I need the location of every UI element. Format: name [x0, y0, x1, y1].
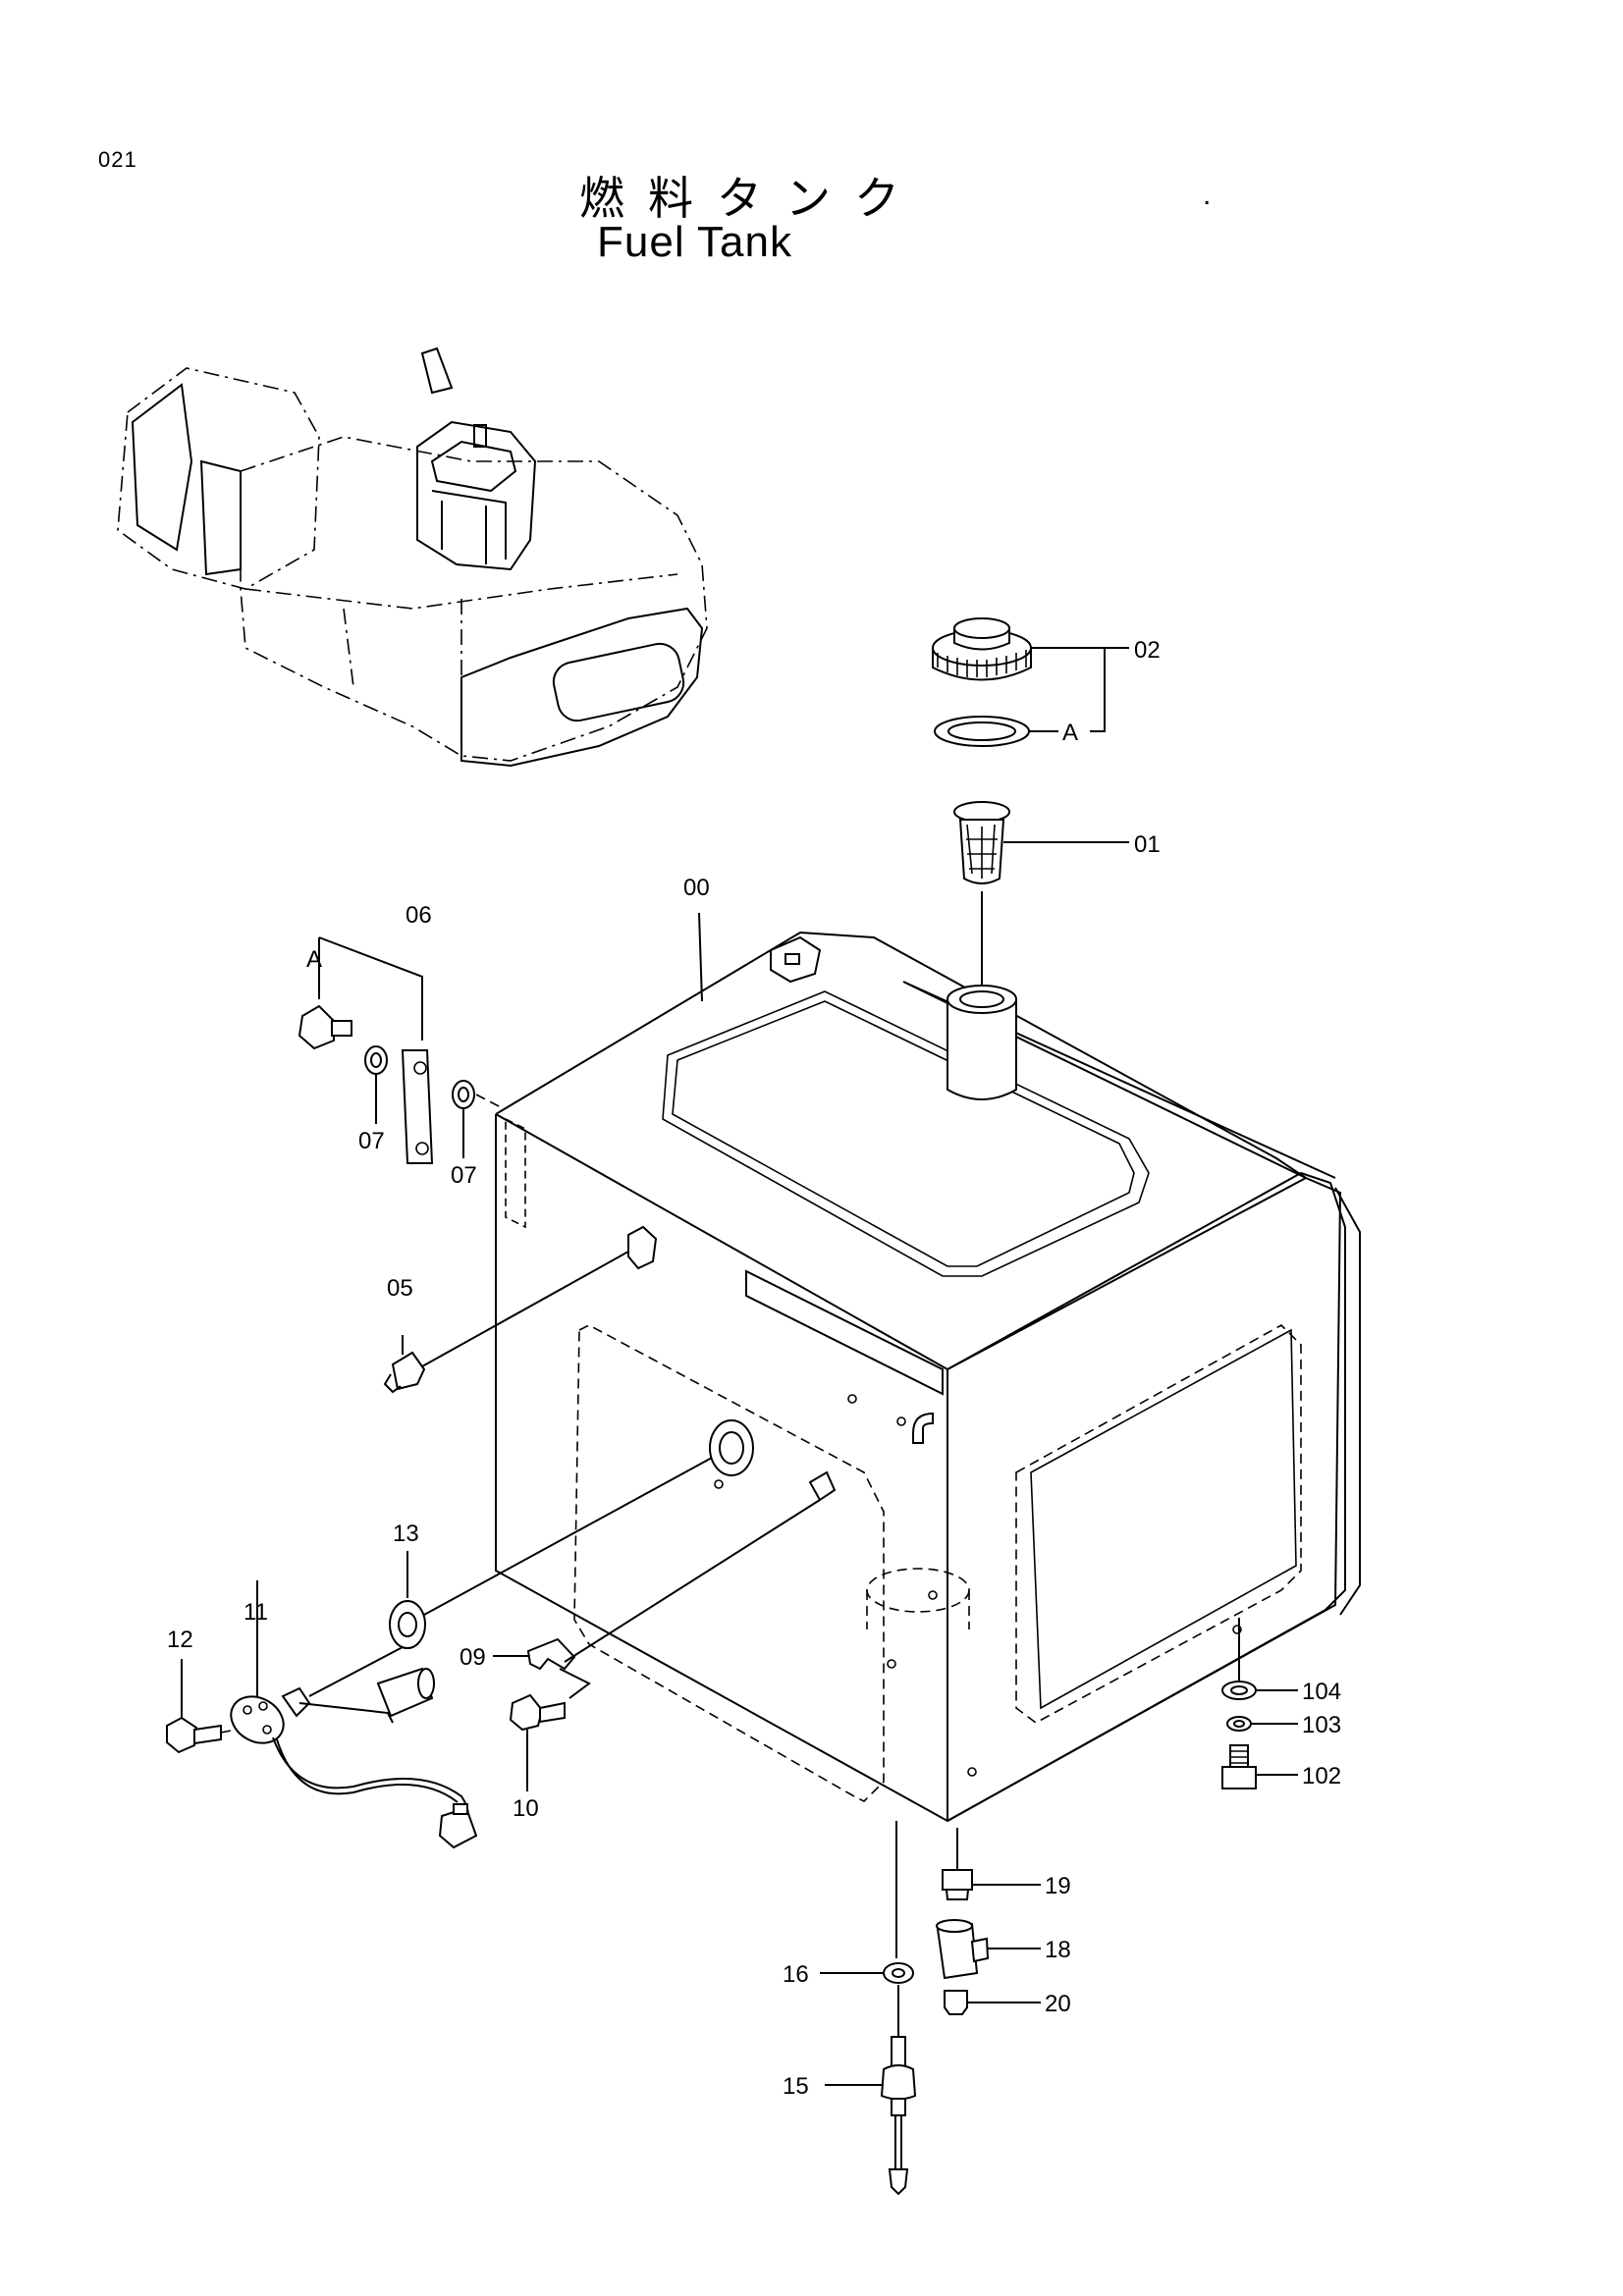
- label-part-20: 20: [1045, 1991, 1071, 2017]
- label-part-11: 11: [243, 1599, 268, 1626]
- label-part-18: 18: [1045, 1937, 1071, 1963]
- page-title-english: Fuel Tank: [597, 218, 792, 266]
- fuel-level-sender: [166, 1457, 713, 1849]
- label-part-A-band: A: [306, 946, 322, 973]
- label-part-07-right: 07: [451, 1162, 477, 1189]
- label-part-103: 103: [1302, 1712, 1341, 1738]
- label-part-00: 00: [683, 875, 710, 901]
- label-part-10: 10: [513, 1795, 539, 1822]
- page-title-japanese: 燃料タンク: [579, 172, 923, 225]
- title-mark: .: [1203, 179, 1212, 211]
- label-part-104: 104: [1302, 1679, 1341, 1705]
- fuel-tank-body: [495, 931, 1361, 1823]
- label-part-12: 12: [167, 1627, 193, 1653]
- grommet-part: [383, 1251, 629, 1394]
- label-part-01: 01: [1134, 831, 1161, 858]
- label-part-19: 19: [1045, 1873, 1071, 1899]
- label-part-A-cap: A: [1062, 720, 1078, 746]
- label-part-07-left: 07: [358, 1128, 385, 1154]
- cap-assembly: [932, 617, 1129, 987]
- tank-band-assembly: [298, 936, 502, 1164]
- label-part-16: 16: [783, 1961, 809, 1988]
- label-part-09: 09: [460, 1644, 486, 1671]
- label-part-15: 15: [783, 2073, 809, 2100]
- drain-fittings: [820, 1821, 1041, 2196]
- excavator-location-sketch: [117, 347, 708, 768]
- mount-bolt-set: [1221, 1618, 1298, 1789]
- leader-00: [698, 912, 703, 1002]
- clip-and-bolt: [493, 1499, 821, 1791]
- label-part-13: 13: [393, 1521, 419, 1547]
- page-number: 021: [98, 147, 137, 172]
- label-part-02: 02: [1134, 637, 1161, 664]
- label-part-102: 102: [1302, 1763, 1341, 1789]
- label-part-06: 06: [406, 902, 432, 929]
- label-part-05: 05: [387, 1275, 413, 1302]
